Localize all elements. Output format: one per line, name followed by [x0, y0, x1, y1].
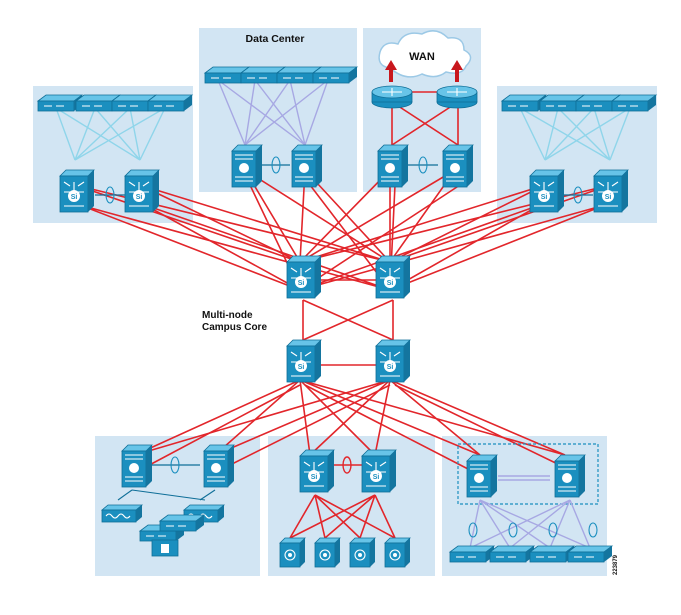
data-center-label: Data Center: [246, 33, 305, 45]
etherchannel-ring: [468, 522, 478, 538]
services-block: [101, 444, 235, 557]
lower-core-links: [134, 379, 571, 471]
figure-id: 223879: [613, 554, 619, 575]
dc-distribution-switch: [231, 144, 263, 188]
etherchannel-ring: [105, 186, 115, 204]
distribution-si-switch: [299, 449, 335, 493]
server-access-switch: [312, 66, 358, 84]
access-switch: [449, 545, 495, 563]
core-label-line2: Campus Core: [202, 322, 267, 333]
wan-distribution-switch: [377, 144, 409, 188]
core-si-switch: [375, 255, 411, 299]
distribution-si-switch: [124, 169, 160, 213]
left-distribution-block: [37, 94, 193, 213]
access-switch: [147, 94, 193, 112]
wae-appliance-icon: [101, 504, 143, 523]
wan-cloud-icon: [378, 30, 472, 78]
etherchannel-ring: [508, 522, 518, 538]
dc-distribution-switch: [291, 144, 323, 188]
access-layer3-switch: [384, 537, 411, 568]
etherchannel-ring: [271, 156, 281, 174]
wan-edge-block: WAN: [371, 30, 478, 188]
core-si-switch: [375, 339, 411, 383]
uplink-arrow-icon: [389, 68, 393, 82]
phone-keypad: [161, 544, 169, 553]
vss-switch: [554, 454, 586, 498]
access-switch: [567, 545, 613, 563]
services-switch: [121, 444, 153, 488]
core-label-line1: Multi-node: [202, 310, 253, 321]
access-switch: [529, 545, 575, 563]
etherchannel-ring: [418, 156, 428, 174]
access-switch: [489, 545, 535, 563]
wan-distribution-switch: [442, 144, 474, 188]
access-block-right: [449, 443, 613, 563]
distribution-si-switch: [361, 449, 397, 493]
campus-core: Multi-node Campus Core: [202, 255, 411, 383]
vss-switch: [466, 454, 498, 498]
core-si-switch: [286, 339, 322, 383]
access-block-center: [279, 449, 411, 568]
uplink-arrow-head: [451, 60, 463, 70]
uplink-arrow-icon: [455, 68, 459, 82]
virtual-switch-boundary: [457, 443, 599, 505]
access-switch: [611, 94, 657, 112]
distribution-si-switch: [593, 169, 629, 213]
wan-router-icon: [371, 85, 413, 109]
right-distribution-block: [501, 94, 657, 213]
uplink-arrow-head: [385, 60, 397, 70]
distribution-si-switch: [59, 169, 95, 213]
access-switch: [501, 94, 547, 112]
wan-label: WAN: [409, 51, 435, 63]
etherchannel-ring: [548, 522, 558, 538]
access-layer3-switch: [314, 537, 341, 568]
upper-core-links: [74, 169, 611, 291]
etherchannel-ring: [342, 456, 352, 474]
wan-router-icon: [436, 85, 478, 109]
access-layer3-switch: [349, 537, 376, 568]
services-switch: [203, 444, 235, 488]
data-center-block: Data Center: [204, 33, 358, 188]
core-si-switch: [286, 255, 322, 299]
distribution-si-switch: [529, 169, 565, 213]
etherchannel-ring: [170, 456, 180, 474]
etherchannel-ring: [588, 522, 598, 538]
services-module: [159, 514, 205, 532]
etherchannel-ring: [573, 186, 583, 204]
access-switch: [37, 94, 83, 112]
access-layer3-switch: [279, 537, 306, 568]
